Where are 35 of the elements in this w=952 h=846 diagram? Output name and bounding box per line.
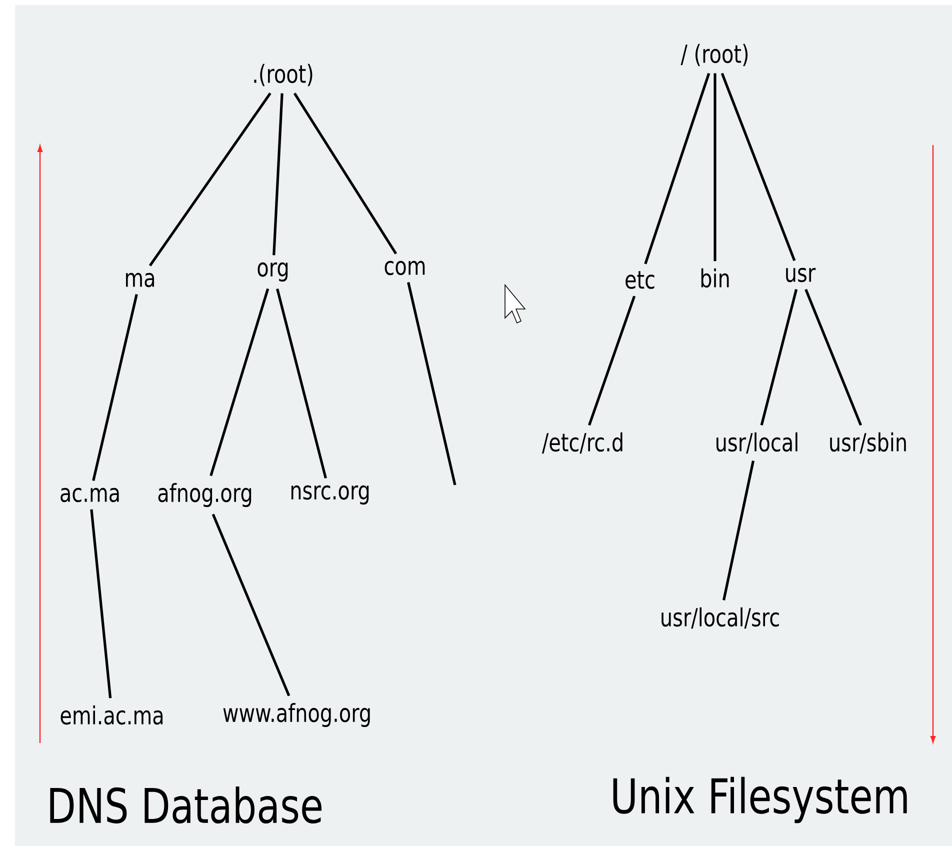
tree-line xyxy=(90,509,112,698)
tree-line xyxy=(644,72,710,264)
tree-node-label: ac.ma xyxy=(60,488,119,502)
tree-line xyxy=(276,288,327,479)
tree-node-label: usr/sbin xyxy=(830,432,906,454)
tree-line xyxy=(722,460,755,600)
tree-node-label: www.afnog.org xyxy=(223,702,370,728)
tree-node-label: bin xyxy=(701,268,729,288)
tree-node-label: /etc/rc.d xyxy=(542,432,622,454)
tree-node-label: emi.ac.ma xyxy=(60,705,163,725)
tree-node-label: etc xyxy=(626,271,654,289)
tree-line xyxy=(272,93,284,256)
tree-line xyxy=(720,72,796,262)
tree-node-label: afnog.org xyxy=(158,482,252,508)
tree-node-label: ma xyxy=(126,272,154,288)
tree-node-label: org xyxy=(258,262,288,282)
tree-node-label: usr xyxy=(786,268,816,282)
tree-node-label: com xyxy=(384,260,425,276)
tree-line xyxy=(714,73,716,262)
tree-line xyxy=(92,294,138,481)
tree-line xyxy=(804,288,862,426)
tree-line xyxy=(760,289,798,426)
section-title: Unix Filesystem xyxy=(613,776,907,824)
tree-line xyxy=(588,296,636,426)
tree-node-label: usr/local/src xyxy=(662,607,779,629)
tree-line xyxy=(407,282,456,486)
tree-line xyxy=(293,92,398,254)
tree-node-label: .(root) xyxy=(254,64,312,86)
tree-line xyxy=(212,514,290,696)
tree-node-label: usr/local xyxy=(716,432,798,454)
tree-node-label: nsrc.org xyxy=(291,485,369,505)
section-title: DNS Database xyxy=(50,786,322,824)
tree-line xyxy=(148,92,272,266)
tree-node-label: / (root) xyxy=(680,44,748,66)
tree-line xyxy=(210,288,270,476)
